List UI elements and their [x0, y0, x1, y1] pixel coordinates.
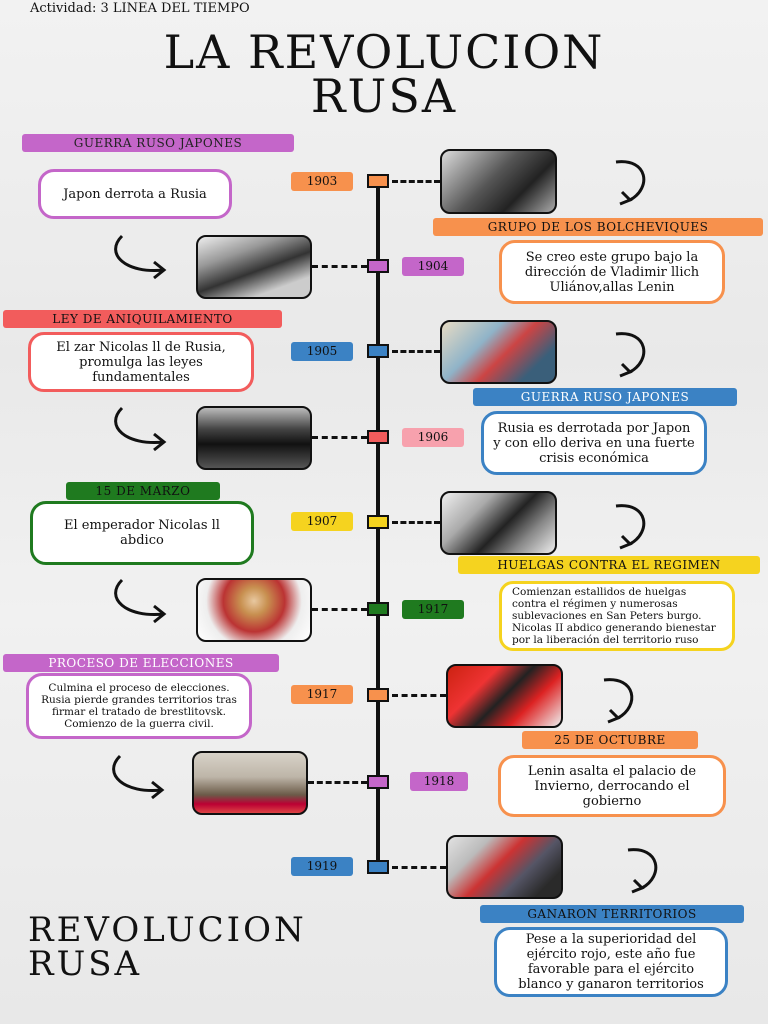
- curved-arrow-icon: [104, 232, 176, 282]
- year-badge-1903: 1903: [291, 172, 353, 191]
- footer-title-line1: REVOLUCION: [28, 910, 307, 950]
- curved-arrow-icon: [102, 752, 174, 802]
- year-badge-1917b: 1917: [291, 685, 353, 704]
- curved-arrow-icon: [104, 576, 176, 626]
- year-badge-1904: 1904: [402, 257, 464, 276]
- timeline-node-1906: [367, 430, 389, 444]
- curved-arrow-icon: [608, 502, 660, 552]
- year-badge-1905: 1905: [291, 342, 353, 361]
- curved-arrow-icon: [608, 330, 660, 380]
- year-badge-1907: 1907: [291, 512, 353, 531]
- connector-1905: [392, 350, 440, 353]
- event-1918-text: Lenin asalta el palacio de Invierno, der…: [498, 755, 726, 817]
- activity-heading: Actividad: 3 LINEA DEL TIEMPO: [30, 1, 250, 16]
- photo-russo-japanese-war: [196, 235, 312, 299]
- connector-1918: [308, 781, 367, 784]
- event-1917-text: Comienzan estallidos de huelgas contra e…: [499, 581, 735, 651]
- curved-arrow-icon: [104, 404, 176, 454]
- event-1917b-text: Culmina el proceso de elecciones. Rusia …: [26, 673, 252, 739]
- curved-arrow-icon: [608, 158, 660, 208]
- curved-arrow-icon: [620, 846, 672, 896]
- curved-arrow-icon: [596, 676, 648, 726]
- photo-lenin-crowd: [440, 149, 557, 214]
- timeline-node-1903: [367, 174, 389, 188]
- year-badge-1919: 1919: [291, 857, 353, 876]
- photo-duma-assembly: [196, 406, 312, 470]
- timeline-node-1904: [367, 259, 389, 273]
- event-1907-label: 15 DE MARZO: [66, 482, 220, 500]
- timeline-node-1905: [367, 344, 389, 358]
- timeline-node-1918: [367, 775, 389, 789]
- connector-1904: [312, 265, 367, 268]
- connector-1919: [392, 866, 446, 869]
- event-1917b-label: PROCESO DE ELECCIONES: [3, 654, 279, 672]
- year-badge-1918: 1918: [410, 772, 468, 791]
- event-1905-text: El zar Nicolas ll de Rusia, promulga las…: [28, 332, 254, 392]
- event-1903-label: GUERRA RUSO JAPONES: [22, 134, 294, 152]
- connector-1906: [312, 436, 367, 439]
- timeline-node-1907: [367, 515, 389, 529]
- event-1906-label: GUERRA RUSO JAPONES: [473, 388, 737, 406]
- event-1904-label: GRUPO DE LOS BOLCHEVIQUES: [433, 218, 763, 236]
- event-1905-label: LEY DE ANIQUILAMIENTO: [3, 310, 282, 328]
- year-badge-1917: 1917: [402, 600, 464, 619]
- event-1917-label: HUELGAS CONTRA EL REGIMEN: [458, 556, 760, 574]
- footer-title-line2: RUSA: [28, 944, 143, 984]
- photo-tsar-nicholas: [196, 578, 312, 642]
- page-title-line2: RUSA: [310, 69, 458, 123]
- event-1919-label: GANARON TERRITORIOS: [480, 905, 744, 923]
- photo-civil-war-battle: [446, 835, 563, 899]
- connector-1917b: [392, 694, 446, 697]
- timeline-node-1917b: [367, 688, 389, 702]
- timeline-node-1917: [367, 602, 389, 616]
- event-1918-label: 25 DE OCTUBRE: [522, 731, 698, 749]
- connector-1903: [392, 180, 440, 183]
- connector-1907: [392, 521, 440, 524]
- event-1919-text: Pese a la superioridad del ejército rojo…: [494, 927, 728, 997]
- page-title-line1: LA REVOLUCION: [163, 25, 605, 79]
- timeline-node-1919: [367, 860, 389, 874]
- event-1907-text: El emperador Nicolas ll abdico: [30, 501, 254, 565]
- year-badge-1906: 1906: [402, 428, 464, 447]
- photo-caricature: [440, 320, 557, 384]
- photo-red-poster: [446, 664, 563, 728]
- event-1904-text: Se creo este grupo bajo la dirección de …: [499, 240, 725, 304]
- event-1903-text: Japon derrota a Rusia: [38, 169, 232, 219]
- event-1906-text: Rusia es derrotada por Japon y con ello …: [481, 411, 707, 475]
- photo-marching-soldiers: [440, 491, 557, 555]
- photo-lenin-painting: [192, 751, 308, 815]
- connector-1917: [312, 608, 367, 611]
